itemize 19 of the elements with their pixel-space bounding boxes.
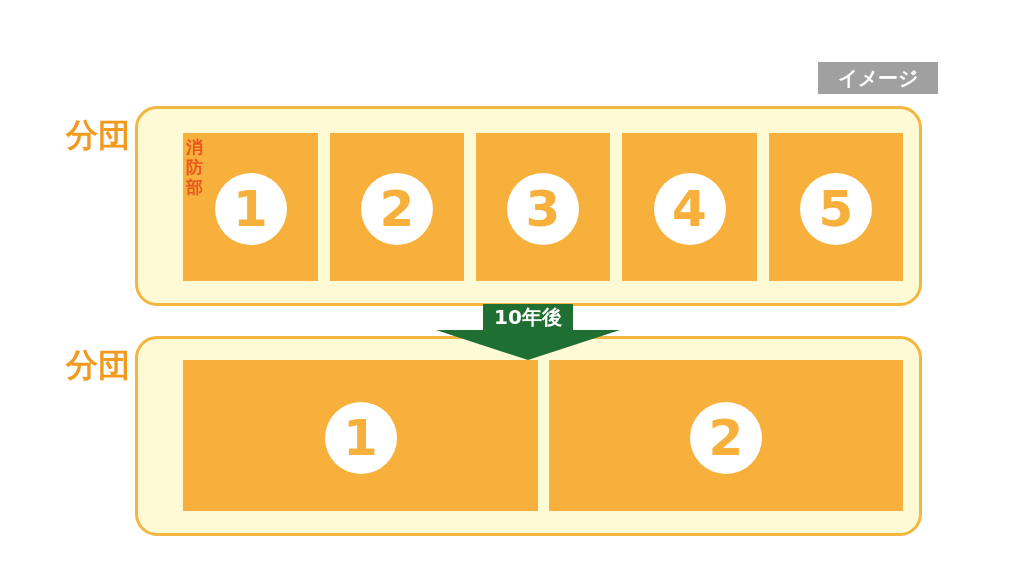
number-circle: 3 xyxy=(507,173,579,245)
number-circle: 1 xyxy=(324,401,397,474)
group-heading: 分団 xyxy=(66,119,130,151)
number-circle: 2 xyxy=(361,173,433,245)
group-heading: 分団 xyxy=(66,349,130,381)
district-box xyxy=(183,133,318,281)
district-box xyxy=(769,133,903,281)
arrow-label: 10年後 xyxy=(483,304,573,330)
number-circle: 4 xyxy=(653,173,726,245)
district-box xyxy=(622,133,757,281)
number-circle: 1 xyxy=(214,173,287,245)
image-badge: イメージ xyxy=(818,62,938,94)
district-box xyxy=(476,133,610,281)
department-label: 消防部 xyxy=(186,137,204,197)
district-box xyxy=(330,133,464,281)
number-circle: 2 xyxy=(690,401,762,474)
number-circle: 5 xyxy=(800,173,872,245)
district-box xyxy=(549,360,903,511)
district-box xyxy=(183,360,538,511)
